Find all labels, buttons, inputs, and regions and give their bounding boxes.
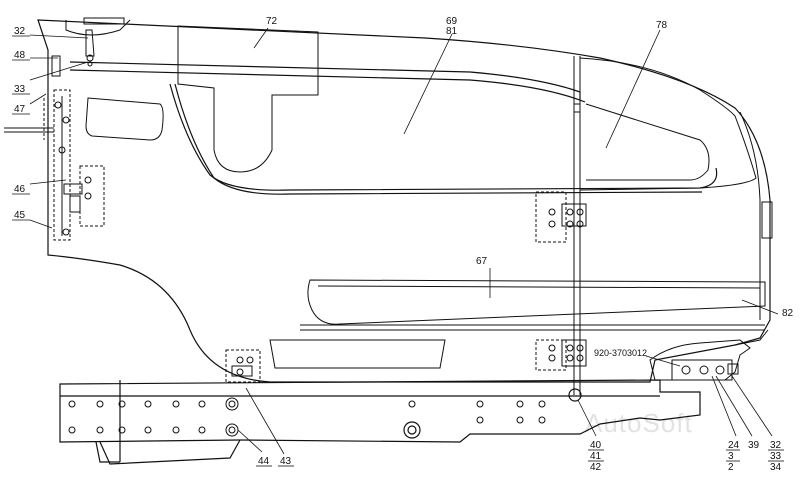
callout-46: 46 — [14, 184, 26, 195]
lower-hinge — [535, 339, 587, 371]
rear-lower-hinge — [225, 349, 261, 383]
callout-39: 39 — [748, 440, 760, 451]
left-rods — [4, 98, 54, 140]
rear-hinge-column — [53, 89, 105, 241]
callout-underlines — [12, 35, 784, 467]
cab-body-outline — [37, 19, 771, 383]
part-67-lower-panel — [300, 279, 766, 331]
callout-67: 67 — [476, 256, 488, 267]
watermark-text: AutoSoft — [585, 408, 693, 438]
part-78-door-glass — [579, 57, 757, 191]
callout-81: 81 — [446, 26, 458, 37]
callout-32-top: 32 — [14, 26, 26, 37]
callout-40: 40 — [590, 440, 602, 451]
callout-32-bottom: 32 — [770, 440, 782, 451]
lower-plate — [269, 339, 446, 369]
leader-lines — [29, 27, 779, 455]
callout-82: 82 — [782, 308, 794, 319]
callout-3: 3 — [728, 451, 734, 462]
callout-41: 41 — [590, 451, 602, 462]
front-pillar — [739, 111, 761, 320]
rear-window-cutout — [85, 97, 164, 141]
roof-rear-cap — [65, 17, 131, 36]
callout-920-3703012: 920-3703012 — [594, 348, 647, 358]
callout-33-bottom: 33 — [770, 451, 782, 462]
callout-47: 47 — [14, 104, 26, 115]
callout-45: 45 — [14, 210, 26, 221]
callout-34: 34 — [770, 462, 782, 473]
callout-72: 72 — [266, 16, 278, 27]
frame-rail — [59, 379, 701, 465]
callout-43: 43 — [280, 456, 292, 467]
callout-78: 78 — [656, 20, 668, 31]
front-side-mark — [761, 201, 773, 239]
callout-24: 24 — [728, 440, 740, 451]
callout-2: 2 — [728, 462, 734, 473]
frame-bolt-holes — [68, 397, 546, 437]
callout-44: 44 — [258, 456, 270, 467]
callout-labels: 32 48 33 47 46 45 72 69 81 78 67 82 44 4… — [14, 16, 794, 473]
part-82-step — [649, 329, 769, 381]
part-72-panel — [177, 25, 319, 173]
callout-48: 48 — [14, 50, 26, 61]
callout-33-top: 33 — [14, 84, 26, 95]
callout-42: 42 — [590, 462, 602, 473]
door-lock-assembly — [671, 359, 739, 381]
upper-latch — [51, 29, 95, 77]
middle-hinge — [535, 191, 587, 243]
callout-69: 69 — [446, 16, 458, 27]
